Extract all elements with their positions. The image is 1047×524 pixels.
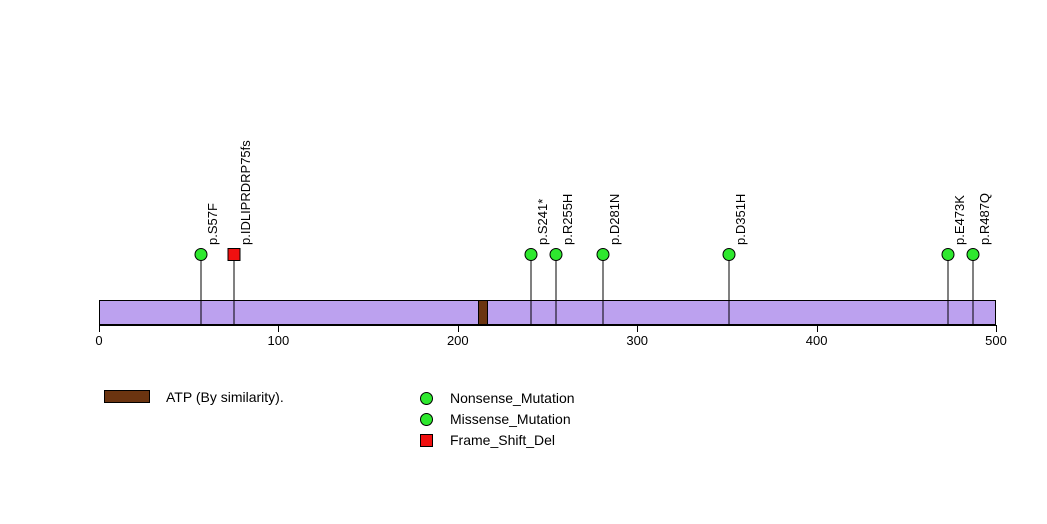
axis-tick: [278, 325, 280, 332]
legend-mutation-label: Missense_Mutation: [450, 411, 571, 427]
legend-mutation-label: Nonsense_Mutation: [450, 390, 575, 406]
axis-tick-label: 100: [267, 333, 290, 348]
lollipop-stem: [200, 254, 202, 324]
lollipop-head[interactable]: [966, 248, 980, 261]
lollipop-stem: [728, 254, 730, 324]
axis-tick: [637, 325, 639, 332]
x-axis-line: [99, 325, 997, 326]
axis-tick-label: 400: [805, 333, 828, 348]
axis-tick: [99, 325, 100, 332]
lollipop-head[interactable]: [524, 248, 538, 261]
legend-domain-label: ATP (By similarity).: [166, 389, 284, 405]
legend-marker: [420, 434, 433, 447]
mutation-label: p.R255H: [560, 193, 576, 245]
axis-tick-label: 500: [985, 333, 1007, 348]
legend-domain-swatch: [104, 390, 150, 403]
mutation-label: p.S57F: [205, 203, 221, 245]
lollipop-head[interactable]: [596, 248, 610, 261]
axis-tick: [816, 325, 818, 332]
lollipop-head[interactable]: [194, 248, 208, 261]
lollipop-head[interactable]: [227, 248, 241, 261]
mutation-label: p.D351H: [732, 193, 748, 245]
protein-backbone: [99, 300, 996, 325]
axis-tick-label: 0: [95, 333, 103, 348]
axis-tick-label: 200: [446, 333, 469, 348]
mutation-label: p.D281N: [607, 193, 623, 245]
lollipop-stem: [972, 254, 974, 324]
lollipop-stem: [602, 254, 604, 324]
lollipop-stem: [530, 254, 532, 324]
mutation-label: p.E473K: [951, 195, 967, 245]
lollipop-head[interactable]: [722, 248, 736, 261]
mutation-label: p.S241*: [535, 198, 551, 245]
axis-tick: [996, 325, 997, 332]
lollipop-stem: [555, 254, 557, 324]
legend-mutation-label: Frame_Shift_Del: [450, 432, 556, 448]
legend-marker: [420, 413, 433, 426]
mutation-label: p.IDLIPRDRP75fs: [237, 140, 253, 245]
protein-domain: [477, 300, 489, 325]
lollipop-stem: [947, 254, 949, 324]
mutation-label: p.R487Q: [976, 192, 992, 245]
lollipop-head[interactable]: [941, 248, 955, 261]
axis-tick: [457, 325, 459, 332]
lollipop-head[interactable]: [549, 248, 563, 261]
lollipop-stem: [233, 254, 235, 324]
legend-marker: [420, 392, 433, 405]
axis-tick-label: 300: [626, 333, 649, 348]
